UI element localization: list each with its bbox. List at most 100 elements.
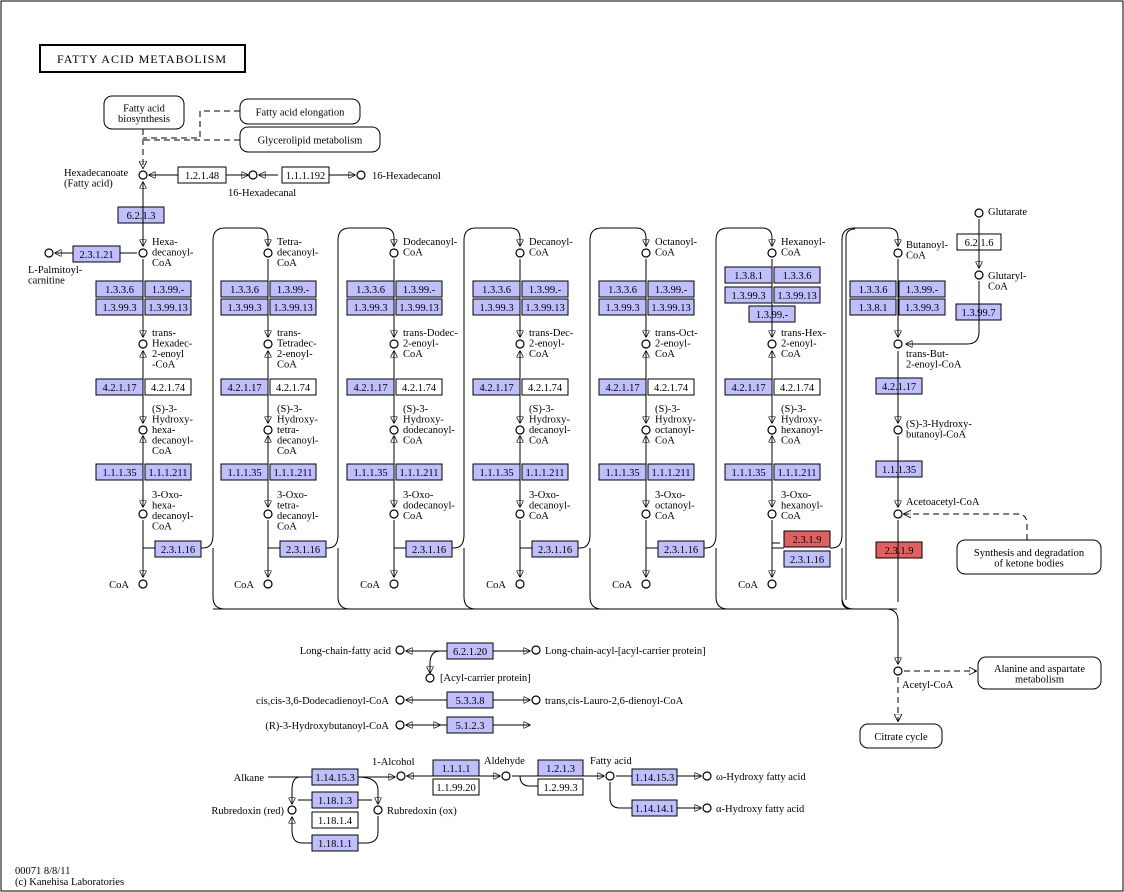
col1-oxo-node[interactable]	[138, 509, 148, 519]
col1-hydroxy-node[interactable]	[138, 425, 148, 435]
hydroxybutanoyl-node[interactable]	[893, 425, 903, 435]
acetoacetyl-node[interactable]	[893, 509, 903, 519]
butanoyl-node[interactable]	[893, 248, 903, 258]
alcohol-node[interactable]	[396, 771, 406, 781]
col2-hydroxy-node[interactable]	[263, 425, 273, 435]
enzyme-2-3-1-21[interactable]	[72, 245, 121, 263]
butenoyl-node[interactable]	[893, 339, 903, 349]
enzyme-1-3-99[interactable]	[395, 280, 443, 298]
fatty-acid-node[interactable]	[605, 771, 615, 781]
col1-acyl-node[interactable]	[138, 248, 148, 258]
col6-oxo-node[interactable]	[767, 509, 777, 519]
map-fatty-acid-biosynthesis[interactable]	[103, 95, 185, 130]
enzyme-1-2-99-3[interactable]	[537, 778, 584, 796]
col1-enoyl-node[interactable]	[138, 339, 148, 349]
col3-coa-node[interactable]	[389, 579, 399, 589]
col5-hydroxy-label: CoA	[655, 436, 675, 447]
col2-acyl-node[interactable]	[263, 248, 273, 258]
enzyme-1-14-15-3[interactable]	[631, 768, 678, 786]
col4-acyl-node[interactable]	[515, 248, 525, 258]
enzyme-1-18-1-4[interactable]	[311, 811, 359, 829]
enzyme-1-3-99-13[interactable]	[521, 298, 569, 316]
col3-hydroxy-label: Hydroxy-	[403, 415, 444, 426]
enzyme-2-3-1-16[interactable]	[531, 540, 579, 558]
enzyme-1-3-99[interactable]	[898, 280, 946, 298]
col5-coa-node[interactable]	[641, 579, 651, 589]
col3-oxo-node[interactable]	[389, 509, 399, 519]
enzyme-1-2-99-3-label: 1.2.99.3	[543, 783, 577, 794]
rhb-node[interactable]	[395, 720, 405, 730]
enzyme-2-3-1-16[interactable]	[154, 540, 202, 558]
omega-label: ω-Hydroxy fatty acid	[716, 772, 806, 783]
glutaryl-node[interactable]	[974, 270, 984, 280]
col6-coa-node[interactable]	[767, 579, 777, 589]
col2-enoyl-node[interactable]	[263, 339, 273, 349]
col2-oxo-label: decanoyl-	[277, 511, 319, 522]
enzyme-1-3-3-6[interactable]	[773, 266, 821, 284]
enzyme-1-1-99-20[interactable]	[432, 778, 480, 796]
enzyme-1-3-99-13[interactable]	[395, 298, 443, 316]
longchain-fa-node[interactable]	[395, 645, 405, 655]
glutarate-node[interactable]	[974, 208, 984, 218]
hexadecanal-node[interactable]	[248, 170, 258, 180]
longchain-acyl-node[interactable]	[531, 645, 541, 655]
alpha-node[interactable]	[702, 803, 712, 813]
col4-oxo-node[interactable]	[515, 509, 525, 519]
enzyme-2-3-1-16[interactable]	[657, 540, 705, 558]
enzyme-1-3-99[interactable]	[521, 280, 569, 298]
col3-oxo-label: CoA	[403, 511, 423, 522]
col4-hydroxy-node[interactable]	[515, 425, 525, 435]
palmitoylcarnitine-node[interactable]	[44, 248, 54, 258]
enzyme-1-3-99[interactable]	[269, 280, 317, 298]
enzyme-2-3-1-16[interactable]	[279, 540, 327, 558]
col2-coa-node[interactable]	[263, 579, 273, 589]
col6-hydroxy-node[interactable]	[767, 425, 777, 435]
col5-acyl-node[interactable]	[641, 248, 651, 258]
enzyme-1-3-99[interactable]	[144, 280, 192, 298]
col3-acyl-node[interactable]	[389, 248, 399, 258]
col6-acyl-node[interactable]	[767, 248, 777, 258]
acp-node[interactable]	[425, 673, 435, 683]
acetyl-coa-node[interactable]	[893, 666, 903, 676]
map-citrate-cycle[interactable]	[859, 723, 943, 749]
enzyme-2-3-1-16[interactable]	[405, 540, 453, 558]
enzyme-1-3-3-6[interactable]	[849, 280, 897, 298]
col5-oxo-node[interactable]	[641, 509, 651, 519]
enzyme-1-3-99-13[interactable]	[773, 286, 821, 304]
col5-hydroxy-node[interactable]	[641, 425, 651, 435]
map-alanine-aspartate[interactable]	[977, 656, 1102, 690]
enzyme-1-3-8-1-label: 1.3.8.1	[859, 303, 888, 314]
col2-oxo-node[interactable]	[263, 509, 273, 519]
col4-coa-node[interactable]	[515, 579, 525, 589]
col3-hydroxy-node[interactable]	[389, 425, 399, 435]
enzyme-1-3-8-1[interactable]	[849, 298, 897, 316]
enzyme-2-3-1-9[interactable]	[783, 530, 831, 548]
rubredoxin-ox-node[interactable]	[373, 805, 383, 815]
enzyme-1-3-99-13[interactable]	[647, 298, 695, 316]
col5-enoyl-node[interactable]	[641, 339, 651, 349]
col4-enoyl-node[interactable]	[515, 339, 525, 349]
aldehyde-node[interactable]	[501, 771, 511, 781]
col1-coa-node[interactable]	[138, 579, 148, 589]
col2-acyl-label: CoA	[277, 258, 297, 269]
hexadecanoate-node[interactable]	[138, 170, 148, 180]
col3-enoyl-node[interactable]	[389, 339, 399, 349]
enzyme-1-3-99-13[interactable]	[269, 298, 317, 316]
lauro-node[interactable]	[531, 695, 541, 705]
hexadecanal-label: 16-Hexadecanal	[228, 188, 296, 199]
enzyme-2-3-1-9[interactable]	[875, 541, 923, 559]
enzyme-1-1-1-35[interactable]	[875, 460, 923, 478]
enzyme-2-3-1-16-label: 2.3.1.16	[538, 545, 572, 556]
enzyme-2-3-1-16[interactable]	[783, 550, 831, 568]
omega-node[interactable]	[702, 771, 712, 781]
enzyme-4-2-1-17[interactable]	[875, 377, 923, 395]
enzyme-6-2-1-3[interactable]	[117, 206, 165, 224]
enzyme-1-3-99[interactable]	[647, 280, 695, 298]
col6-enoyl-node[interactable]	[767, 339, 777, 349]
rubredoxin-red-node[interactable]	[287, 805, 297, 815]
map-ketone-bodies[interactable]	[956, 539, 1102, 575]
enzyme-1-3-99-13[interactable]	[144, 298, 192, 316]
dodecadienoyl-node[interactable]	[395, 695, 405, 705]
hexadecanol-node[interactable]	[356, 170, 366, 180]
enzyme-1-3-99-3[interactable]	[898, 298, 946, 316]
